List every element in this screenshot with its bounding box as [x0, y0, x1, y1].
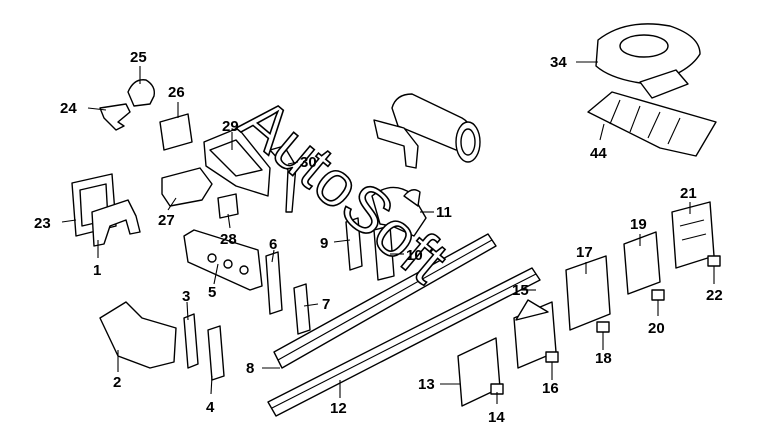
callout-22: 22: [706, 287, 723, 304]
callout-25: 25: [130, 49, 147, 66]
part-15-panel: [513, 299, 557, 369]
callout-1: 1: [93, 262, 101, 279]
part-2-bracket: [99, 301, 177, 369]
callout-27: 27: [158, 212, 175, 229]
part-9-bracket: [345, 217, 363, 271]
part-24-clip: [99, 103, 131, 131]
callout-5: 5: [208, 284, 216, 301]
leader-lines: [61, 61, 715, 404]
part-7-bracket: [293, 283, 311, 335]
callout-26: 26: [168, 84, 185, 101]
part-17-panel: [565, 255, 611, 331]
callouts: 1 2 3 4 5 6 7 8 9 10 11 12 13 14 15 16 1…: [34, 49, 723, 426]
callout-19: 19: [630, 216, 647, 233]
part-25-cap: [127, 79, 156, 107]
callout-20: 20: [648, 320, 665, 337]
part-44-mounting-plate: [587, 91, 717, 157]
callout-30: 30: [300, 154, 317, 171]
callout-2: 2: [113, 374, 121, 391]
callout-13: 13: [418, 376, 435, 393]
callout-7: 7: [322, 296, 330, 313]
part-16-pad: [545, 351, 559, 363]
part-8-frame-rail: [273, 233, 497, 369]
part-tank-cylinder: [373, 93, 481, 169]
callout-8: 8: [246, 360, 254, 377]
callout-21: 21: [680, 185, 697, 202]
part-18-pad: [596, 321, 610, 333]
callout-3: 3: [182, 288, 190, 305]
callout-16: 16: [542, 380, 559, 397]
part-28-clip: [217, 193, 239, 219]
callout-29: 29: [222, 118, 239, 135]
part-12-frame-rail: [267, 267, 541, 417]
callout-18: 18: [595, 350, 612, 367]
part-1-bracket: [91, 199, 141, 247]
callout-34: 34: [550, 54, 567, 71]
callout-6: 6: [269, 236, 277, 253]
part-30-rod: [269, 145, 297, 213]
part-3-strap: [183, 313, 199, 369]
part-6-bracket: [265, 251, 283, 315]
callout-11: 11: [436, 204, 452, 221]
part-11-hanger: [371, 186, 427, 237]
callout-9: 9: [320, 235, 328, 252]
callout-15: 15: [512, 282, 529, 299]
part-27-beam: [161, 167, 213, 207]
part-26-plate: [159, 113, 193, 151]
part-10-bracket: [373, 225, 395, 281]
part-34-fifth-wheel: [595, 23, 701, 99]
callout-14: 14: [488, 409, 505, 426]
part-5-gusset: [183, 229, 263, 291]
callout-12: 12: [330, 400, 347, 417]
part-22-pad: [707, 255, 721, 267]
part-19-panel: [623, 231, 661, 295]
callout-17: 17: [576, 244, 593, 261]
callout-28: 28: [220, 231, 237, 248]
callout-44: 44: [590, 145, 607, 162]
part-13-panel: [457, 337, 501, 407]
part-29-crossmember: [203, 127, 271, 197]
callout-4: 4: [206, 399, 215, 416]
callout-24: 24: [60, 100, 77, 117]
callout-23: 23: [34, 215, 51, 232]
part-4-strap: [207, 325, 225, 381]
callout-10: 10: [406, 247, 423, 264]
part-20-pad: [651, 289, 665, 301]
